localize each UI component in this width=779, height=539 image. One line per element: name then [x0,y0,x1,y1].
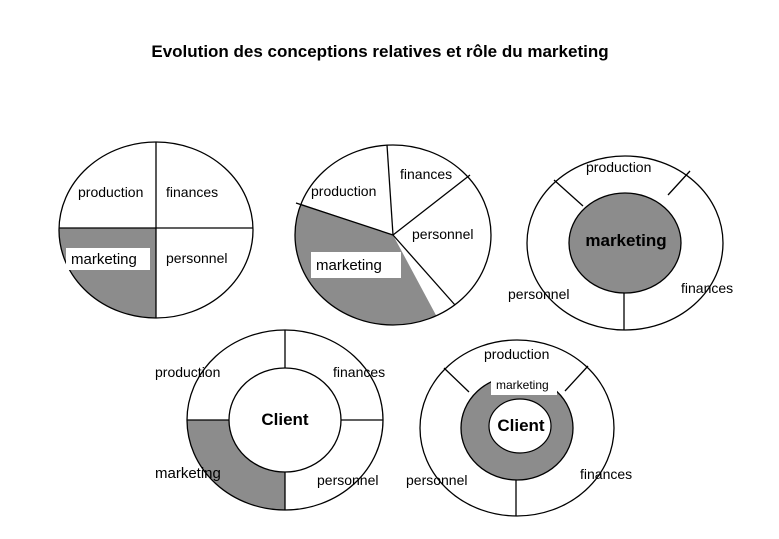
label-finances: finances [166,184,218,200]
divider-production-finances [386,144,394,236]
client-core [228,367,342,473]
label-marketing: marketing [496,378,549,392]
label-marketing: marketing [155,465,221,482]
label-personnel: personnel [166,250,228,266]
diagram-4: production finances Client marketing per… [155,329,385,511]
marketing-core [568,192,682,294]
label-finances: finances [333,364,385,380]
diagram-2-circle [294,144,492,326]
label-production: production [484,346,549,362]
label-personnel: personnel [508,286,570,302]
label-personnel: personnel [412,226,474,242]
divider-left [553,179,584,207]
label-marketing: marketing [71,251,137,268]
label-production: production [311,183,376,199]
label-client: Client [261,410,309,429]
marketing-label-box [311,252,401,278]
divider-finances-personnel [392,174,471,236]
label-personnel: personnel [406,472,468,488]
label-marketing: marketing [585,231,666,250]
label-finances: finances [400,166,452,182]
divider-right [667,170,691,196]
label-finances: finances [681,280,733,296]
label-personnel: personnel [317,472,379,488]
divider-production-marketing [295,202,394,236]
label-finances: finances [580,466,632,482]
divider-right [564,365,589,392]
label-production: production [586,159,651,175]
label-production: production [155,364,220,380]
diagram-5: production marketing Client personnel fi… [406,339,632,517]
label-marketing: marketing [316,257,382,274]
client-core [488,398,552,454]
marketing-label-box [491,375,557,395]
diagram-1: production finances marketing personnel [58,141,254,319]
divider-left [443,367,470,393]
marketing-label-box [66,248,150,270]
label-client: Client [497,416,545,435]
diagram-title: Evolution des conceptions relatives et r… [151,42,608,61]
label-production: production [78,184,143,200]
diagram-3: production marketing personnel finances [508,155,733,331]
divider-personnel-marketing [392,234,456,306]
diagram-2: finances production personnel marketing [294,144,492,326]
